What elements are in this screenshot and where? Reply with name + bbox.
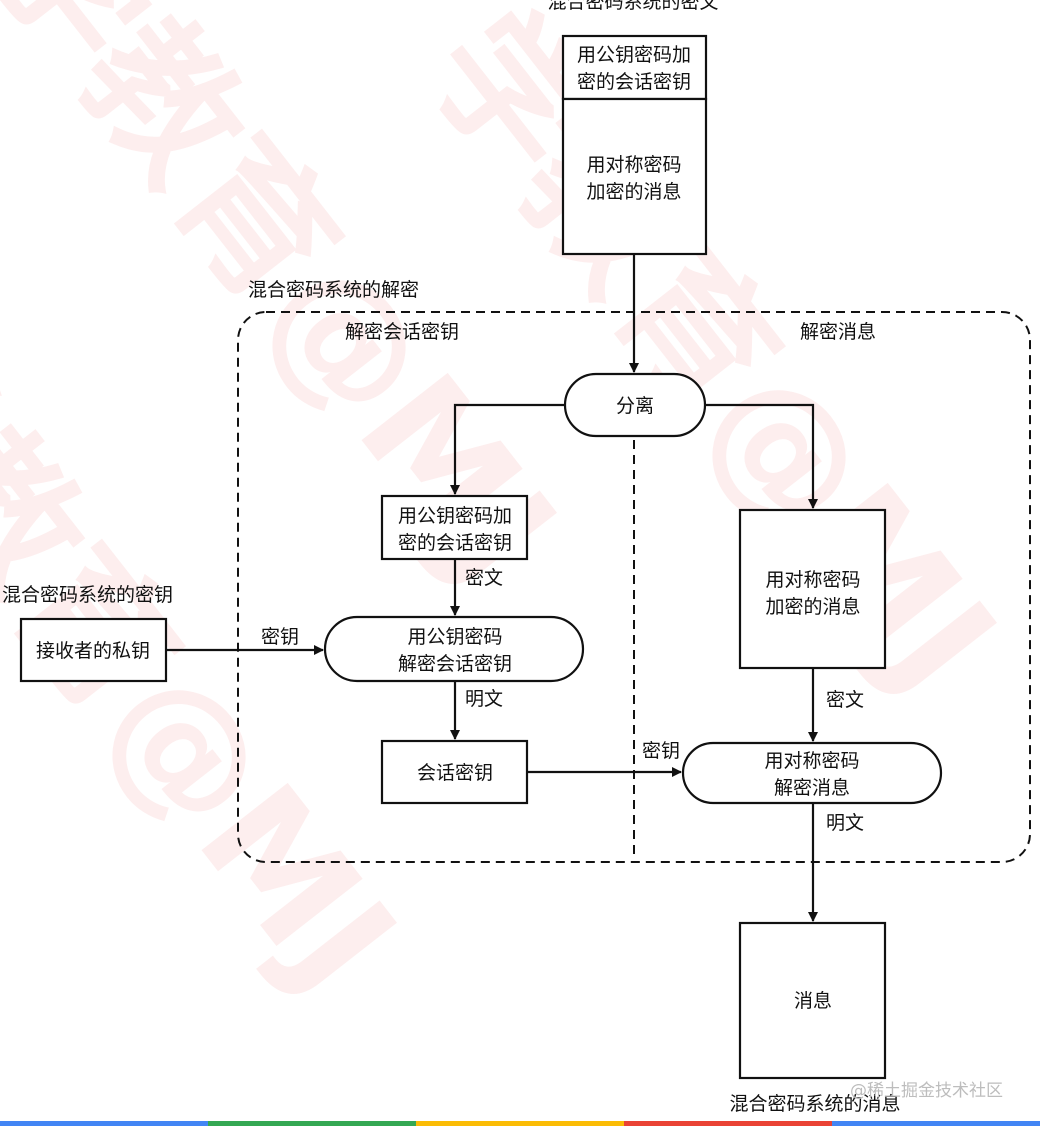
bar-segment bbox=[0, 1121, 208, 1126]
top-session-key-line-2: 密的会话密钥 bbox=[577, 71, 691, 93]
decrypt-message-title: 解密消息 bbox=[800, 321, 876, 343]
bar-segment bbox=[624, 1121, 832, 1126]
label-ciphertext-1: 密文 bbox=[465, 567, 503, 589]
session-key-enc-box bbox=[380, 494, 529, 561]
decrypt-title: 混合密码系统的解密 bbox=[248, 279, 419, 301]
label-key-2: 密钥 bbox=[642, 740, 680, 762]
top-session-key-box bbox=[561, 34, 708, 101]
bar-segment bbox=[208, 1121, 416, 1126]
message-title: 混合密码系统的消息 bbox=[729, 1093, 900, 1115]
pubkey-decrypt-line-2: 解密会话密钥 bbox=[398, 653, 512, 675]
sym-decrypt-line-2: 解密消息 bbox=[774, 777, 850, 799]
message-enc-box bbox=[738, 508, 887, 670]
pubkey-decrypt-line-1: 用公钥密码 bbox=[407, 626, 502, 648]
session-key-label: 会话密钥 bbox=[417, 762, 493, 784]
sym-decrypt-line-1: 用对称密码 bbox=[764, 750, 859, 772]
top-message-line-2: 加密的消息 bbox=[586, 181, 681, 203]
label-key-1: 密钥 bbox=[261, 626, 299, 648]
bottom-color-bar bbox=[0, 1121, 1040, 1126]
separate-label: 分离 bbox=[616, 395, 654, 417]
private-key-label: 接收者的私钥 bbox=[36, 640, 150, 662]
arrow-separate-right bbox=[705, 403, 818, 509]
session-key-enc-line-2: 密的会话密钥 bbox=[398, 532, 512, 554]
top-session-key-line-1: 用公钥密码加 bbox=[577, 44, 691, 66]
decrypt-session-key-title: 解密会话密钥 bbox=[345, 321, 459, 343]
message-label: 消息 bbox=[794, 990, 832, 1012]
credit-watermark: @稀土掘金技术社区 bbox=[850, 1081, 1003, 1101]
key-title: 混合密码系统的密钥 bbox=[2, 584, 173, 606]
bar-segment bbox=[832, 1121, 1040, 1126]
session-key-enc-line-1: 用公钥密码加 bbox=[398, 505, 512, 527]
label-plaintext-1: 明文 bbox=[465, 688, 503, 710]
bar-segment bbox=[416, 1121, 624, 1126]
label-plaintext-2: 明文 bbox=[826, 812, 864, 834]
message-enc-line-2: 加密的消息 bbox=[765, 596, 860, 618]
message-box bbox=[738, 921, 887, 1080]
label-ciphertext-2: 密文 bbox=[826, 689, 864, 711]
ciphertext-title: 混合密码系统的密文 bbox=[547, 0, 718, 13]
arrow-separate-left bbox=[450, 403, 565, 495]
private-key-box bbox=[19, 617, 168, 683]
message-enc-line-1: 用对称密码 bbox=[765, 569, 860, 591]
top-message-line-1: 用对称密码 bbox=[586, 154, 681, 176]
top-message-box bbox=[561, 97, 708, 256]
